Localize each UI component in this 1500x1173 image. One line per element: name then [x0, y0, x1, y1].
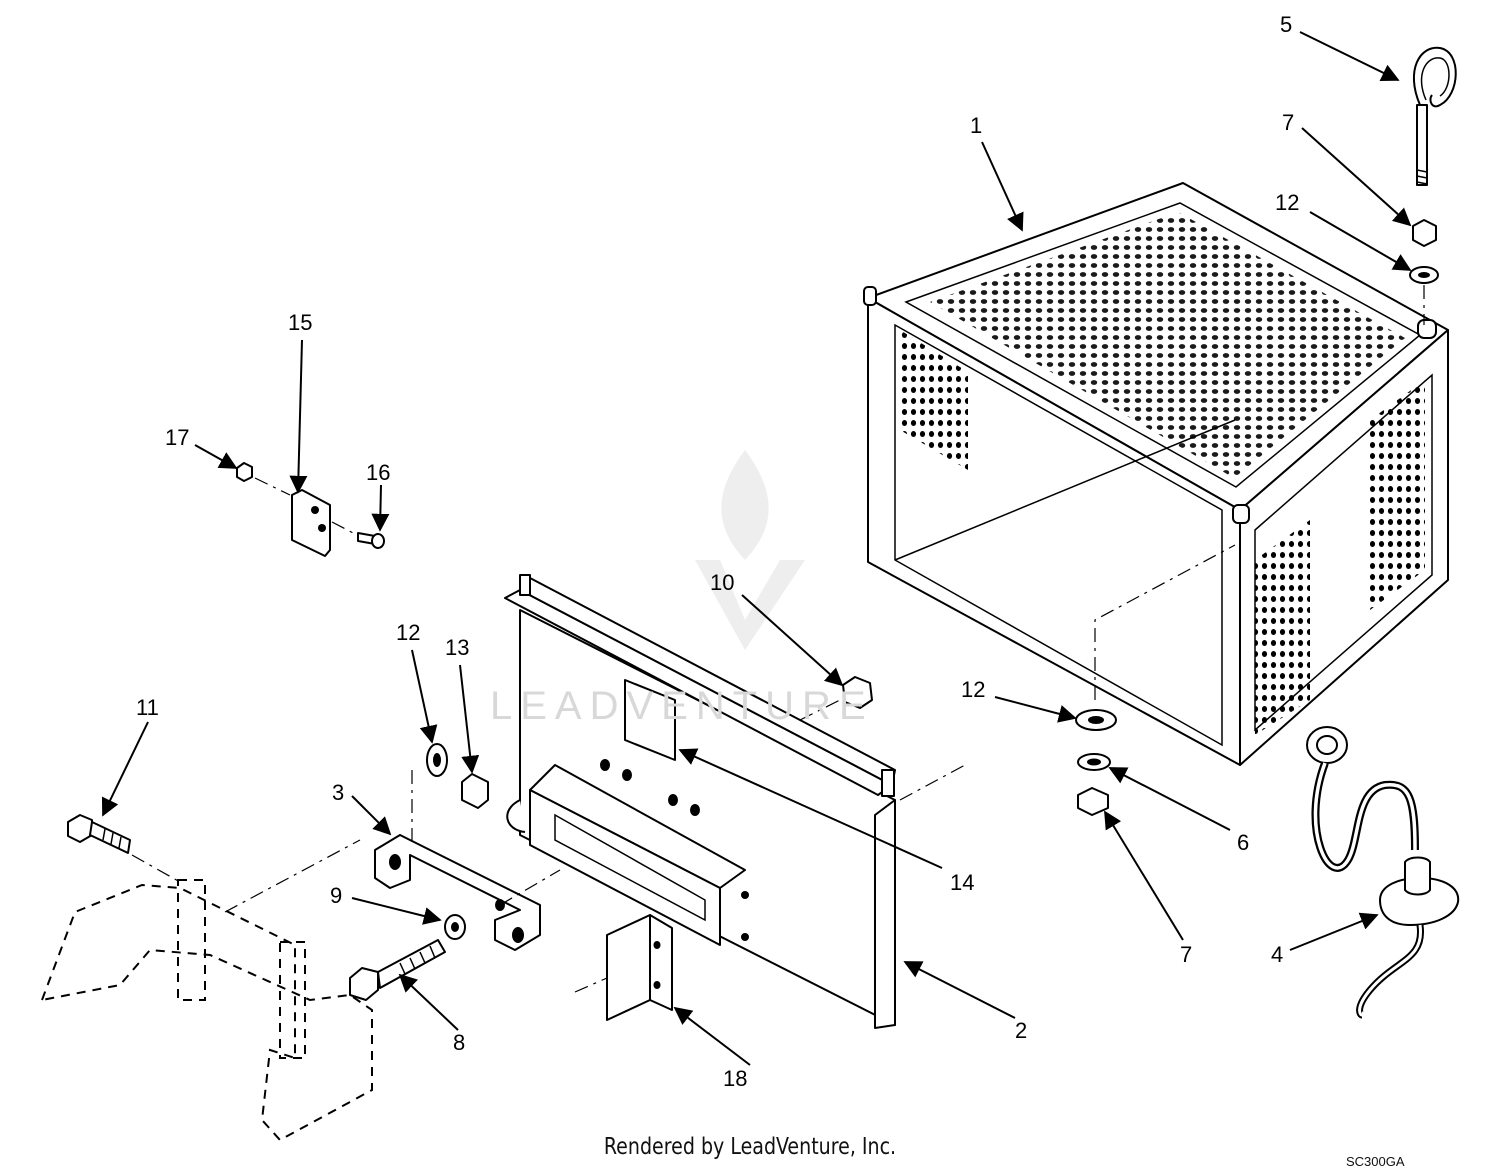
callout-12-top: 12 — [1275, 190, 1299, 215]
callout-13: 13 — [445, 635, 469, 660]
callout-12-left: 12 — [396, 620, 420, 645]
callout-14: 14 — [950, 870, 974, 895]
callout-6: 6 — [1237, 830, 1249, 855]
callout-5: 5 — [1280, 12, 1292, 37]
hitch-bracket — [374, 743, 561, 951]
tractor-drawbar-ghost — [41, 879, 373, 1142]
bolt-8 — [349, 939, 446, 1001]
leader-lines — [101, 31, 1412, 1066]
small-bracket — [236, 462, 385, 557]
weight-basket — [863, 182, 1449, 766]
callout-12-right: 12 — [961, 677, 985, 702]
angle-bracket — [574, 914, 673, 1021]
callout-16: 16 — [366, 460, 390, 485]
nut-10 — [842, 676, 873, 709]
callout-2: 2 — [1015, 1018, 1027, 1043]
rendered-by-caption: Rendered by LeadVenture, Inc. — [603, 1134, 897, 1160]
callout-15: 15 — [288, 310, 312, 335]
callout-17: 17 — [165, 425, 189, 450]
callout-10: 10 — [710, 570, 734, 595]
callout-8: 8 — [453, 1030, 465, 1055]
callout-3: 3 — [332, 780, 344, 805]
callout-1: 1 — [970, 113, 982, 138]
bolt-11 — [67, 814, 361, 913]
callout-7-bottom: 7 — [1180, 942, 1192, 967]
callout-9: 9 — [330, 883, 342, 908]
callout-labels: 1 2 3 4 5 6 7 7 8 9 10 11 12 12 12 13 14… — [136, 12, 1299, 1091]
watermark-text: LEADVENTURE — [490, 684, 874, 728]
watermark-logo — [695, 450, 805, 650]
callout-18: 18 — [723, 1066, 747, 1091]
callout-7-top: 7 — [1282, 110, 1294, 135]
lower-hardware-stack — [1075, 544, 1236, 816]
mounting-plate — [504, 574, 896, 1029]
eye-bolt — [1409, 46, 1457, 325]
callout-4: 4 — [1271, 942, 1283, 967]
drawing-code: SC300GA — [1346, 1154, 1405, 1169]
callout-11: 11 — [136, 695, 159, 720]
cable-assembly — [1306, 726, 1460, 1019]
